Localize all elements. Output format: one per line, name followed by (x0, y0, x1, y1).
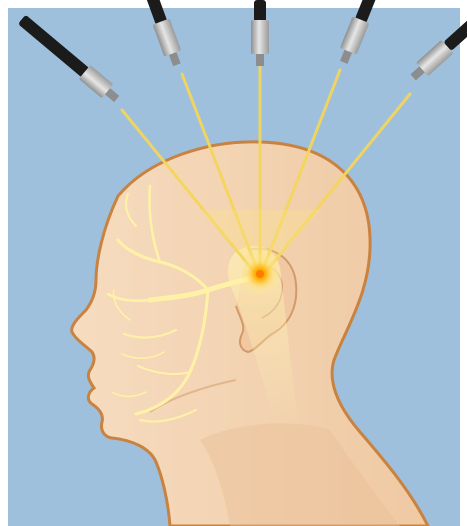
focus-point (256, 270, 264, 278)
